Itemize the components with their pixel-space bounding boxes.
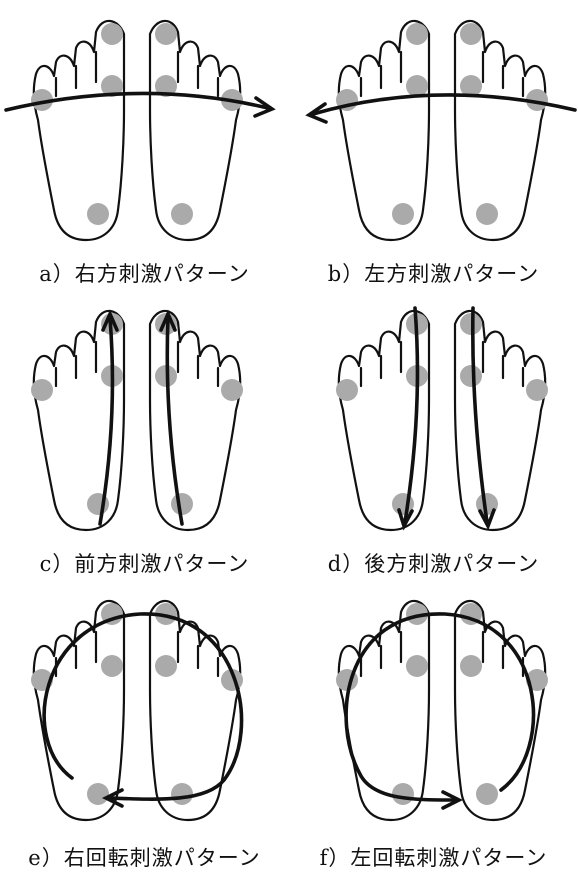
feet-diagram-d	[289, 290, 578, 580]
feet-diagram-c	[0, 290, 289, 580]
left-foot	[336, 21, 429, 240]
right-foot	[455, 311, 548, 530]
caption-c: c）前方刺激パターン	[0, 548, 289, 578]
feet-diagram-b	[289, 0, 578, 290]
caption-b: b）左方刺激パターン	[289, 258, 578, 288]
arrow-forward-left	[100, 318, 112, 524]
feet-diagram-f	[289, 580, 578, 870]
right-foot	[150, 311, 243, 530]
feet-diagram-a	[0, 0, 289, 290]
panel-f-rotate-left-pattern: f）左回転刺激パターン	[289, 580, 578, 870]
panel-a-right-pattern: a）右方刺激パターン	[0, 0, 289, 290]
arrow-rotate-left	[346, 614, 533, 800]
caption-f: f）左回転刺激パターン	[289, 842, 578, 872]
right-foot	[455, 21, 548, 240]
arrow-rotate-right	[44, 614, 241, 799]
panel-e-rotate-right-pattern: e）右回転刺激パターン	[0, 580, 289, 870]
right-foot	[150, 601, 243, 820]
caption-d: d）後方刺激パターン	[289, 548, 578, 578]
panel-d-backward-pattern: d）後方刺激パターン	[289, 290, 578, 580]
arrow-forward-right	[167, 318, 182, 524]
caption-a: a）右方刺激パターン	[0, 258, 289, 288]
arrow-backward-left	[405, 308, 417, 522]
feet-diagram-e	[0, 580, 289, 870]
left-foot	[31, 21, 124, 240]
caption-e: e）右回転刺激パターン	[0, 842, 289, 872]
right-foot	[150, 21, 243, 240]
panel-b-left-pattern: b）左方刺激パターン	[289, 0, 578, 290]
panel-c-forward-pattern: c）前方刺激パターン	[0, 290, 289, 580]
